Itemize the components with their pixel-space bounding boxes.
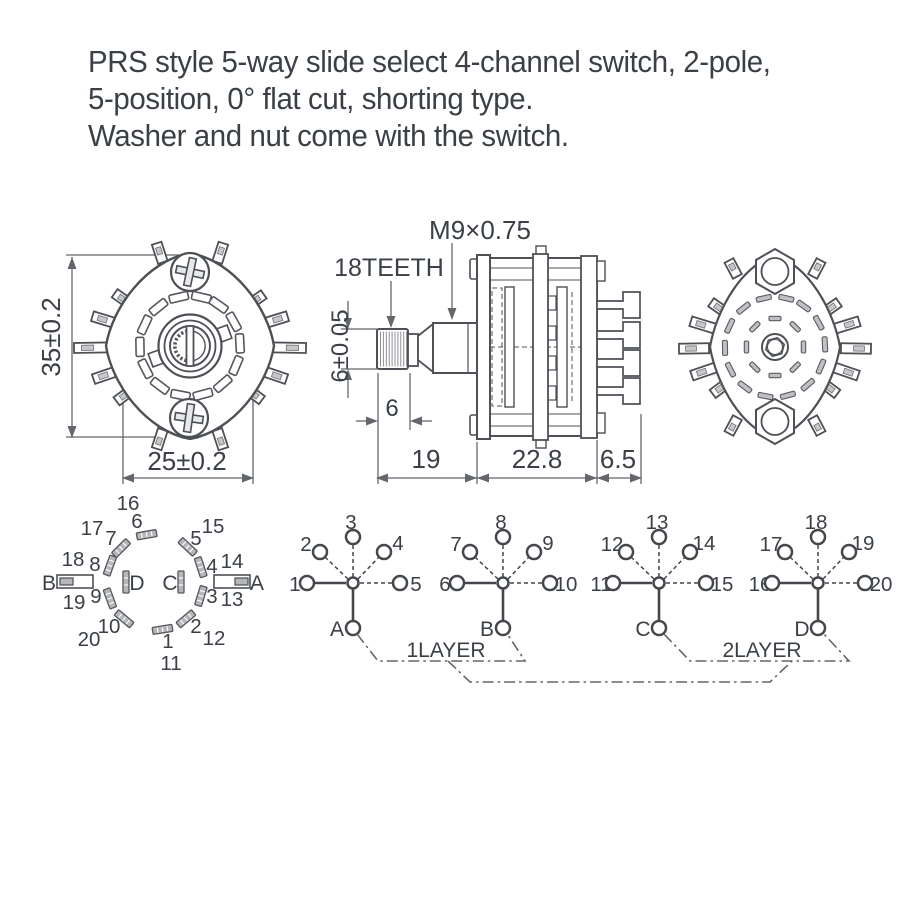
schematic-pole-d: 16 17 18 19 20 D (749, 511, 893, 641)
top-nut (755, 247, 795, 296)
side-body (376, 245, 641, 449)
pole-b-position-7: 7 (450, 533, 461, 556)
pole-c-position-13: 13 (646, 511, 669, 534)
rosette-number-7: 7 (105, 527, 116, 550)
front-width-dim: 25±0.2 (147, 446, 226, 476)
rosette-number-9: 9 (90, 585, 101, 608)
pole-a-position-2: 2 (300, 533, 311, 556)
pole-c-position-14: 14 (693, 532, 716, 555)
rosette-number-14: 14 (221, 550, 244, 573)
pole-c-position-12: 12 (601, 533, 624, 556)
rosette-number-10: 10 (98, 615, 121, 638)
rosette-slide-contacts (102, 529, 208, 635)
rosette-number-16: 16 (117, 492, 140, 515)
rosette-number-13: 13 (221, 588, 244, 611)
pole-a-position-5: 5 (410, 573, 421, 596)
front-contact-slots (135, 290, 246, 402)
rosette-number-15: 15 (202, 515, 225, 538)
back-shaft-end (761, 333, 789, 361)
front-height-dim: 35±0.2 (36, 297, 66, 376)
title-line-2: 5-position, 0° flat cut, shorting type. (88, 82, 534, 116)
schematic-pole-a: 1 2 3 4 5 A (289, 511, 421, 641)
pole-c-common: C (635, 618, 650, 641)
rosette-terminal-c: C (162, 572, 177, 595)
rosette-common-contacts (122, 570, 185, 594)
terminal-rosette: B D C A 1 2 3 4 5 6 7 8 9 10 11 12 13 14… (42, 492, 264, 675)
front-terminal-lugs (73, 240, 307, 452)
rosette-number-20: 20 (78, 628, 101, 651)
product-title: PRS style 5-way slide select 4-channel s… (88, 44, 771, 155)
pole-d-position-20: 20 (870, 573, 893, 596)
layer-2-label: 2LAYER (723, 639, 802, 662)
pole-b-position-8: 8 (495, 511, 506, 534)
front-view: 35±0.2 25±0.2 (36, 240, 307, 484)
pole-d-position-17: 17 (760, 533, 783, 556)
pole-b-common: B (480, 618, 494, 641)
front-len-dim: 19 (412, 444, 441, 474)
layer-1-label: 1LAYER (407, 639, 486, 662)
body-len-dim: 22.8 (512, 444, 563, 474)
pole-b-position-10: 10 (555, 573, 578, 596)
pole-d-common: D (794, 618, 809, 641)
front-shaft (147, 313, 233, 379)
rosette-number-17: 17 (81, 517, 104, 540)
side-view: M9×0.75 18TEETH (327, 215, 642, 484)
rosette-number-12: 12 (203, 627, 226, 650)
teeth-count-label: 18TEETH (334, 254, 444, 282)
shaft-dia-dim: 6±0.05 (327, 309, 354, 382)
rosette-terminal-d: D (129, 572, 144, 595)
pole-b-position-9: 9 (542, 532, 553, 555)
rosette-number-1: 1 (162, 630, 173, 653)
rosette-number-2: 2 (190, 615, 201, 638)
pole-a-position-4: 4 (392, 532, 403, 555)
rosette-number-4: 4 (206, 555, 217, 578)
schematic-pole-c: 11 12 13 14 15 C (590, 511, 733, 641)
rosette-number-6: 6 (131, 510, 142, 533)
rosette-number-3: 3 (206, 585, 217, 608)
title-line-1: PRS style 5-way slide select 4-channel s… (88, 45, 771, 79)
rosette-number-19: 19 (63, 591, 86, 614)
back-inner-contacts (743, 315, 807, 379)
knurl-len-dim: 6 (385, 395, 398, 422)
pole-c-position-15: 15 (711, 573, 734, 596)
pole-a-common: A (330, 618, 344, 641)
thread-spec-label: M9×0.75 (429, 215, 531, 245)
rosette-number-8: 8 (89, 553, 100, 576)
back-outer-contacts (721, 293, 829, 401)
pole-a-position-3: 3 (345, 511, 356, 534)
pole-d-position-18: 18 (805, 511, 828, 534)
terminal-b (56, 574, 94, 589)
terminal-len-dim: 6.5 (600, 444, 636, 474)
knurl-texture (380, 331, 408, 367)
rosette-number-5: 5 (190, 527, 201, 550)
schematic-pole-b: 6 7 8 9 10 B (439, 511, 577, 641)
bottom-nut (755, 397, 795, 446)
bottom-screw (168, 397, 210, 439)
pole-b-position-6: 6 (439, 573, 450, 596)
rosette-number-11: 11 (160, 652, 181, 675)
rosette-terminal-a: A (250, 572, 264, 595)
layer-links: 1LAYER 2LAYER (356, 632, 851, 683)
back-view (678, 247, 872, 446)
terminal-a (213, 574, 251, 589)
pole-d-position-19: 19 (852, 532, 875, 555)
pole-a-position-1: 1 (289, 573, 300, 596)
title-line-3: Washer and nut come with the switch. (88, 119, 569, 153)
rosette-number-18: 18 (62, 548, 85, 571)
top-screw (169, 251, 211, 293)
rosette-terminal-b: B (42, 572, 56, 595)
